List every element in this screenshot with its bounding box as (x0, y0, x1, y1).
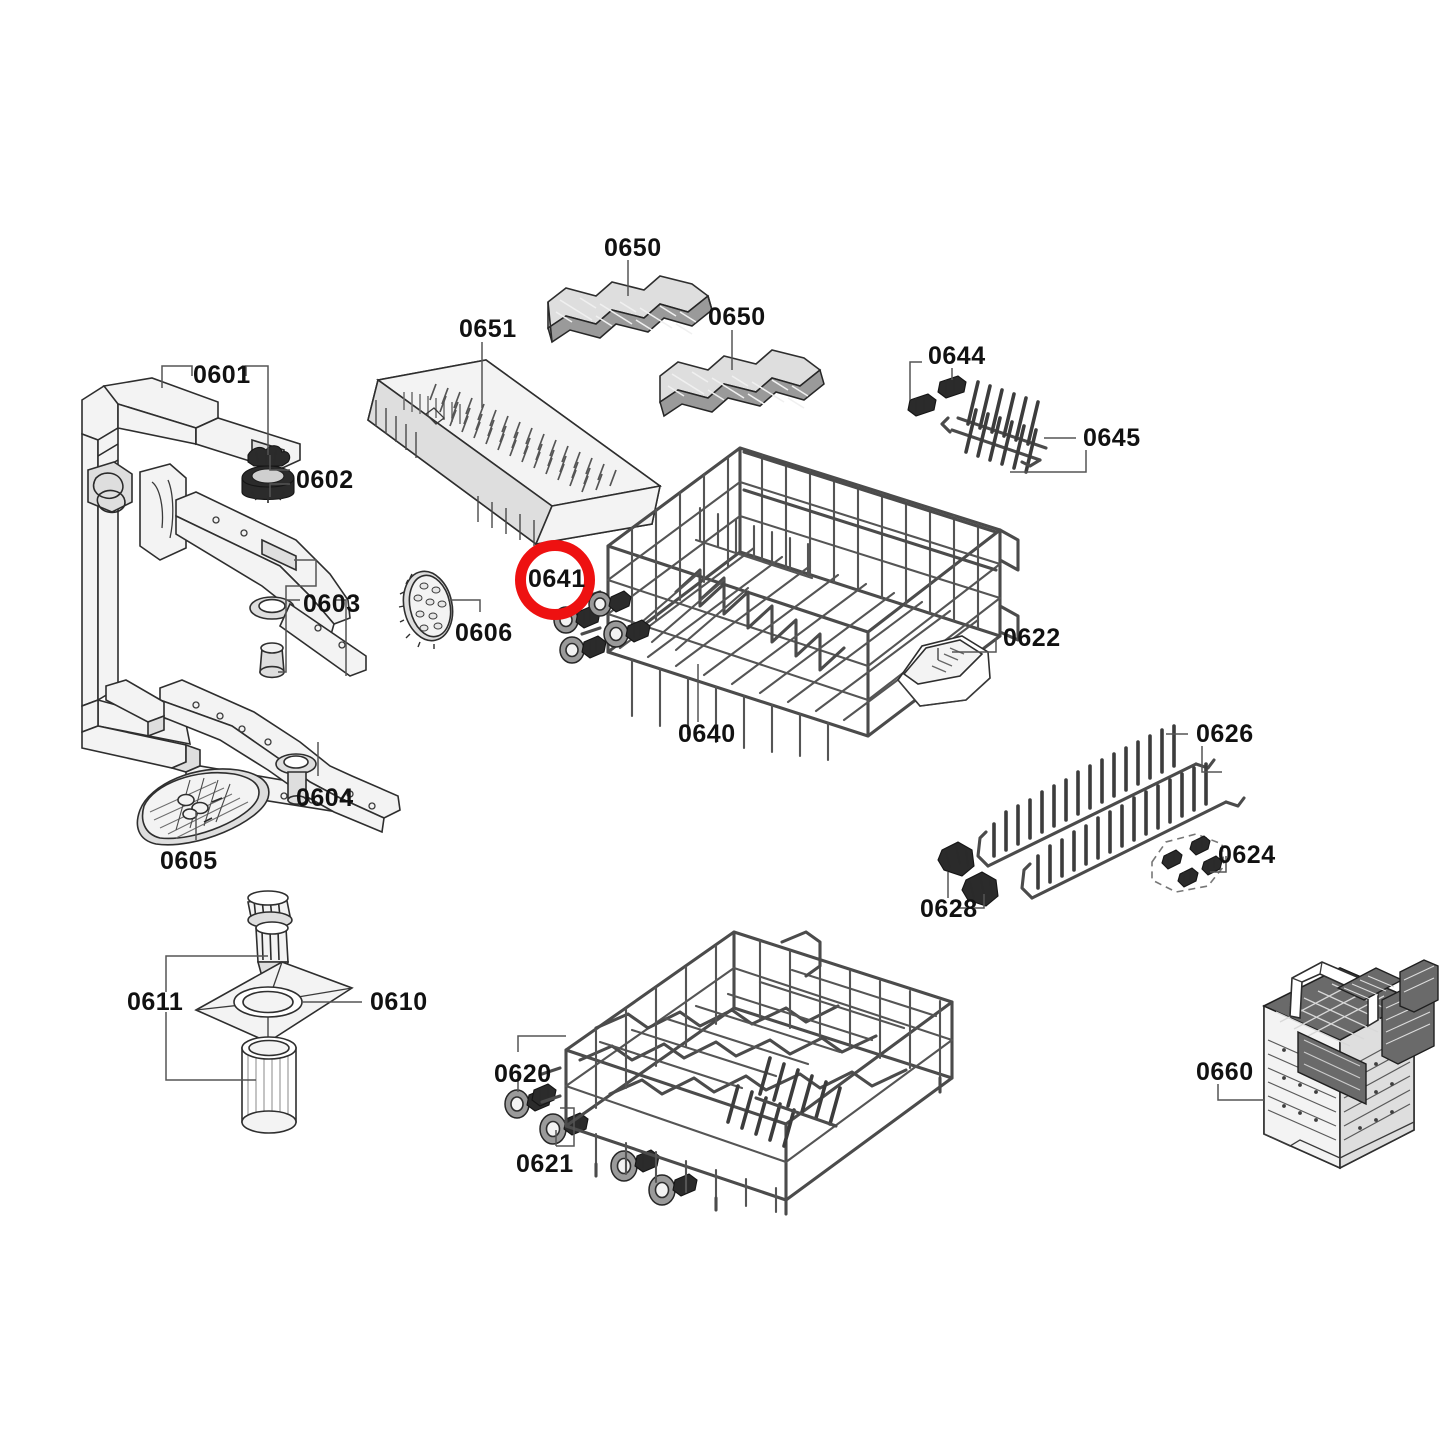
part-art-0626 (976, 724, 1246, 900)
part-label-0626: 0626 (1196, 720, 1254, 748)
part-label-0602: 0602 (296, 466, 354, 494)
part-label-0605: 0605 (160, 847, 218, 875)
part-art-0651 (367, 359, 662, 546)
part-art-0640 (580, 446, 1020, 762)
part-art-0603 (175, 491, 367, 679)
part-art-0606 (398, 570, 454, 649)
part-art-0624 (1151, 833, 1225, 893)
part-art-0644 (907, 375, 967, 417)
part-label-0660: 0660 (1196, 1058, 1254, 1086)
part-label-0641: 0641 (528, 565, 586, 593)
part-label-0610: 0610 (370, 988, 428, 1016)
part-art-0610-0611 (194, 890, 354, 1134)
part-art-0622 (896, 635, 991, 707)
leader-lines (161, 260, 1264, 1147)
part-art-0641 (553, 590, 651, 664)
part-label-0650-a: 0650 (604, 234, 662, 262)
part-label-0611: 0611 (127, 988, 184, 1016)
part-label-0650-b: 0650 (708, 303, 766, 331)
part-label-0628: 0628 (920, 895, 978, 923)
part-art-lower-basket (540, 930, 954, 1216)
part-label-0651: 0651 (459, 315, 517, 343)
part-art-0605 (136, 768, 270, 846)
part-art-0650-b (659, 349, 825, 418)
part-art-0604 (105, 679, 401, 834)
part-label-0604: 0604 (296, 784, 354, 812)
part-label-0621: 0621 (516, 1150, 574, 1178)
part-art-0645 (940, 380, 1048, 474)
part-label-0620: 0620 (494, 1060, 552, 1088)
part-label-0640: 0640 (678, 720, 736, 748)
part-label-0644: 0644 (928, 342, 986, 370)
part-art-0601 (81, 377, 353, 813)
part-label-0622: 0622 (1003, 624, 1061, 652)
part-label-0601: 0601 (193, 361, 251, 389)
part-label-0606: 0606 (455, 619, 513, 647)
part-label-0603: 0603 (303, 590, 361, 618)
part-art-0650-a (547, 275, 713, 344)
part-art-0660 (1262, 959, 1439, 1170)
highlight-ring-0641 (515, 540, 595, 620)
part-label-0645: 0645 (1083, 424, 1141, 452)
part-art-0628 (937, 841, 999, 907)
part-label-0624: 0624 (1218, 841, 1276, 869)
